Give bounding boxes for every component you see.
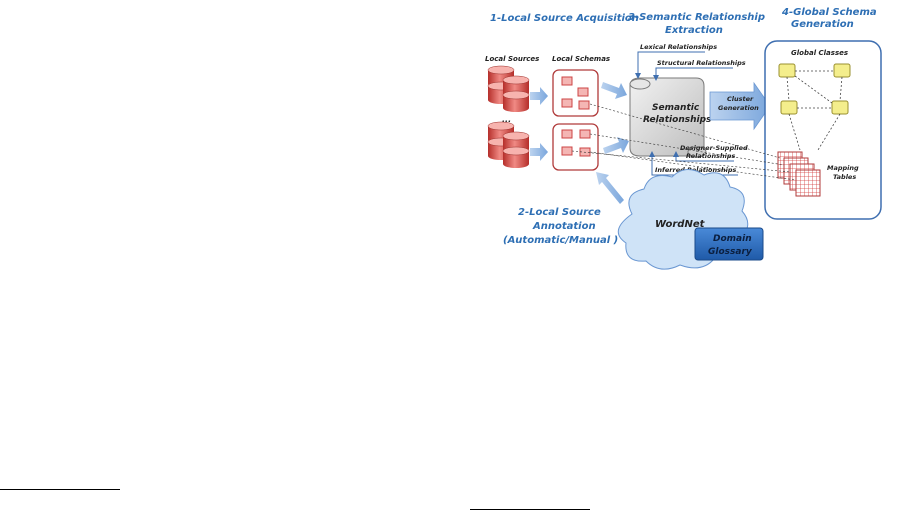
stage2-title-line3: (Automatic/Manual ) bbox=[503, 235, 618, 246]
stage3-title-line2: Extraction bbox=[665, 25, 723, 36]
arrow-icon bbox=[530, 143, 548, 161]
ellipsis-label: ... bbox=[502, 115, 511, 124]
local-schemas-label: Local Schemas bbox=[552, 55, 610, 63]
schema-icon bbox=[552, 123, 599, 171]
stage4-title-line2: Generation bbox=[791, 19, 854, 30]
stage1-title: 1-Local Source Acquisition bbox=[490, 13, 639, 24]
global-classes-label: Global Classes bbox=[791, 49, 848, 57]
stage4-title-line1: 4-Global Schema bbox=[781, 7, 877, 18]
stage2-title-line2: Annotation bbox=[532, 221, 596, 232]
stage2-title-line1: 2-Local Source bbox=[518, 207, 601, 218]
cluster-generation-label-line2: Generation bbox=[718, 104, 759, 112]
arrow-icon bbox=[596, 172, 624, 204]
semantic-relationships-label-line2: Relationships bbox=[643, 115, 712, 125]
cluster-generation-arrow bbox=[709, 81, 771, 131]
stage3-title-line1: 3-Semantic Relationship bbox=[628, 12, 765, 23]
local-sources-label: Local Sources bbox=[485, 55, 539, 63]
lexical-connector bbox=[635, 51, 705, 79]
footnote-rule-right bbox=[470, 509, 590, 510]
mapping-tables-label-line1: Mapping bbox=[827, 164, 859, 172]
wordnet-label: WordNet bbox=[655, 219, 706, 230]
database-icon bbox=[502, 75, 530, 112]
domain-glossary-label-line2: Glossary bbox=[708, 247, 753, 257]
mapping-links bbox=[571, 103, 797, 181]
footnote-rule-left bbox=[0, 489, 120, 490]
structural-relationships-label: Structural Relationships bbox=[657, 59, 746, 67]
designer-relationships-label-line1: Designer-Supplied bbox=[680, 144, 748, 152]
global-class-icon bbox=[778, 63, 851, 115]
arrow-icon bbox=[601, 82, 627, 99]
database-icon bbox=[502, 131, 530, 168]
designer-relationships-label-line2: Relationships bbox=[686, 152, 736, 160]
mapping-tables-icon bbox=[777, 151, 821, 197]
semantic-relationships-label-line1: Semantic bbox=[652, 103, 700, 113]
domain-glossary-box bbox=[694, 227, 764, 261]
mapping-tables-label-line2: Tables bbox=[833, 173, 856, 181]
schema-icon bbox=[552, 69, 599, 117]
lexical-relationships-label: Lexical Relationships bbox=[640, 43, 717, 51]
arrow-icon bbox=[530, 87, 548, 105]
class-link-lines bbox=[786, 70, 843, 151]
structural-connector bbox=[653, 67, 733, 81]
domain-glossary-label-line1: Domain bbox=[713, 234, 752, 244]
inferred-relationships-label: Inferred Relationships bbox=[655, 166, 737, 174]
cluster-generation-label-line1: Cluster bbox=[727, 95, 754, 103]
arrow-icon bbox=[603, 137, 629, 154]
